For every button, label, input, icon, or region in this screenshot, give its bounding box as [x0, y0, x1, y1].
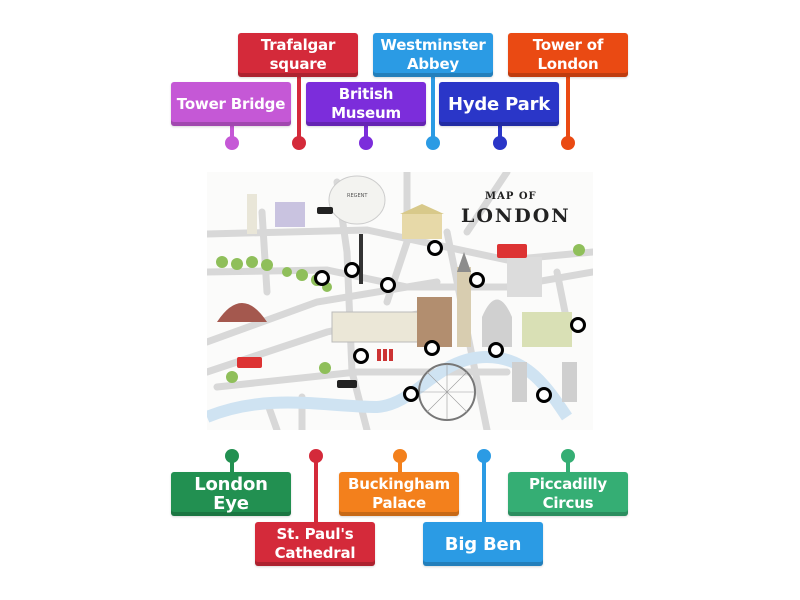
drop-target-hotspot[interactable] — [536, 387, 552, 403]
british-museum-pin[interactable] — [359, 136, 373, 150]
label-trafalgar-square[interactable]: Trafalgar square — [238, 33, 358, 77]
tower-of-london-connector — [566, 73, 570, 143]
st-pauls-cathedral-connector — [314, 456, 318, 526]
drop-target-hotspot[interactable] — [570, 317, 586, 333]
label-piccadilly-circus[interactable]: Piccadilly Circus — [508, 472, 628, 516]
london-map: REGENT — [207, 172, 593, 430]
big-ben-connector — [482, 456, 486, 526]
westminster-abbey-pin[interactable] — [426, 136, 440, 150]
london-eye-pin[interactable] — [225, 449, 239, 463]
drop-target-hotspot[interactable] — [424, 340, 440, 356]
drop-target-hotspot[interactable] — [344, 262, 360, 278]
hyde-park-connector — [498, 122, 502, 143]
westminster-abbey-connector — [431, 73, 435, 143]
label-british-museum[interactable]: British Museum — [306, 82, 426, 126]
drop-target-hotspot[interactable] — [314, 270, 330, 286]
map-title-large: LONDON — [461, 205, 571, 227]
big-ben-pin[interactable] — [477, 449, 491, 463]
tower-bridge-pin[interactable] — [225, 136, 239, 150]
label-buckingham-palace[interactable]: Buckingham Palace — [339, 472, 459, 516]
label-hyde-park[interactable]: Hyde Park — [439, 82, 559, 126]
buckingham-palace-pin[interactable] — [393, 449, 407, 463]
label-london-eye[interactable]: London Eye — [171, 472, 291, 516]
svg-text:REGENT: REGENT — [347, 193, 368, 199]
piccadilly-circus-pin[interactable] — [561, 449, 575, 463]
drop-target-hotspot[interactable] — [353, 348, 369, 364]
label-tower-bridge[interactable]: Tower Bridge — [171, 82, 291, 126]
hyde-park-pin[interactable] — [493, 136, 507, 150]
label-big-ben[interactable]: Big Ben — [423, 522, 543, 566]
london-eye-connector — [230, 456, 234, 476]
tower-of-london-pin[interactable] — [561, 136, 575, 150]
st-pauls-cathedral-pin[interactable] — [309, 449, 323, 463]
piccadilly-circus-connector — [566, 456, 570, 476]
drop-target-hotspot[interactable] — [469, 272, 485, 288]
label-westminster-abbey[interactable]: Westminster Abbey — [373, 33, 493, 77]
trafalgar-square-connector — [297, 73, 301, 143]
drop-target-hotspot[interactable] — [427, 240, 443, 256]
trafalgar-square-pin[interactable] — [292, 136, 306, 150]
drop-target-hotspot[interactable] — [403, 386, 419, 402]
buckingham-palace-connector — [398, 456, 402, 476]
british-museum-connector — [364, 122, 368, 143]
label-st-pauls-cathedral[interactable]: St. Paul's Cathedral — [255, 522, 375, 566]
tower-bridge-connector — [230, 122, 234, 143]
drop-target-hotspot[interactable] — [488, 342, 504, 358]
label-tower-of-london[interactable]: Tower of London — [508, 33, 628, 77]
drop-target-hotspot[interactable] — [380, 277, 396, 293]
map-title-small: MAP OF — [485, 191, 537, 202]
